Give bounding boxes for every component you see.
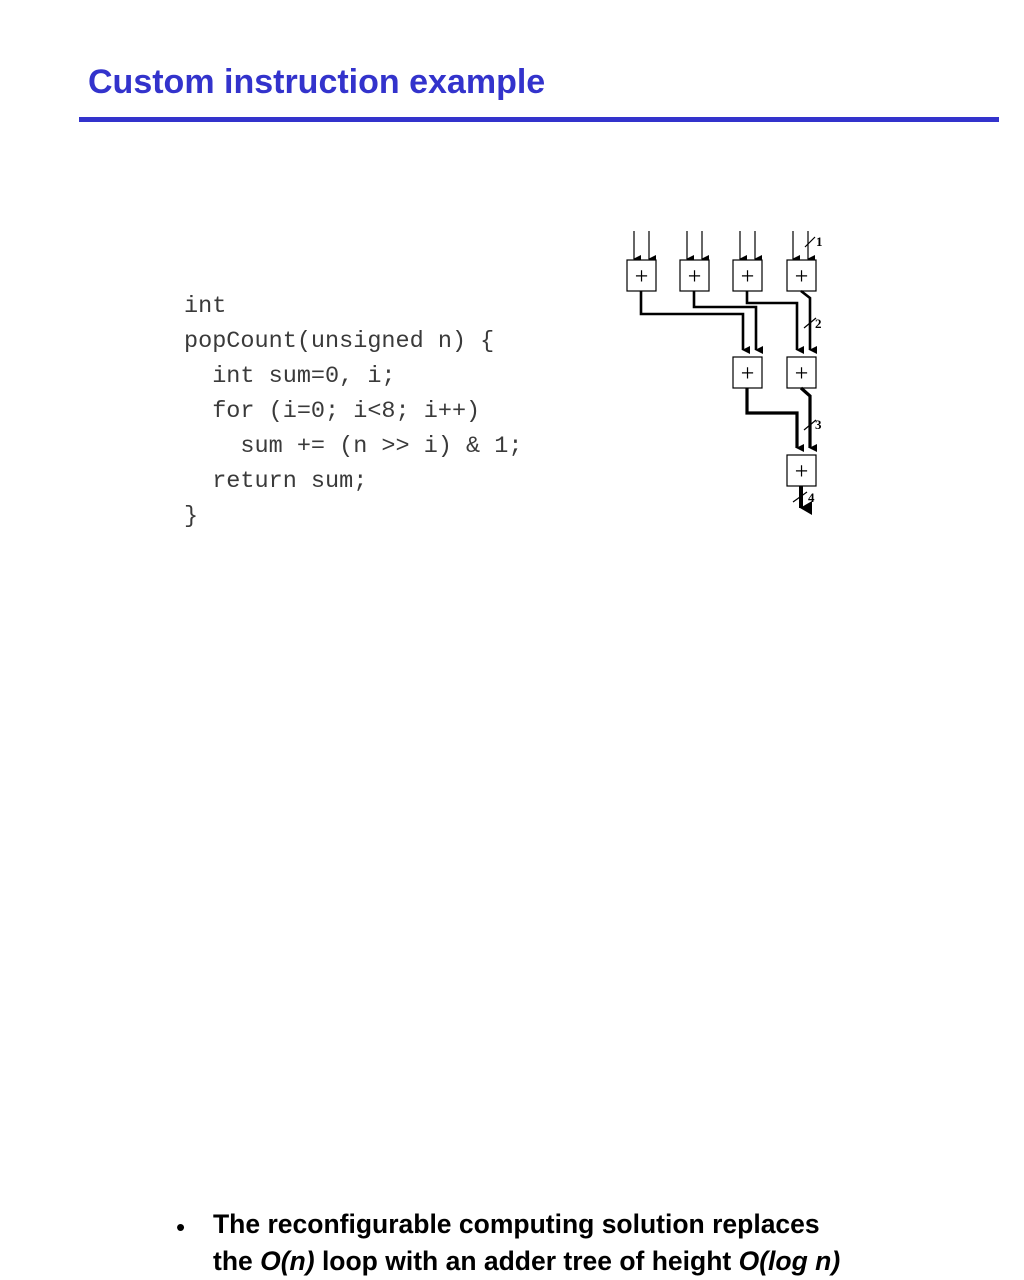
code-block: int popCount(unsigned n) { int sum=0, i;… bbox=[184, 289, 522, 534]
code-line: sum += (n >> i) & 1; bbox=[184, 433, 523, 460]
adder-plus: + bbox=[688, 264, 702, 290]
bit-width-label: 4 bbox=[808, 490, 815, 505]
wires-level-3 bbox=[745, 386, 817, 452]
adder-box bbox=[679, 259, 710, 292]
slide-title: Custom instruction example bbox=[88, 63, 546, 101]
bullet-line-2-pre: the bbox=[213, 1246, 261, 1276]
adder-plus: + bbox=[635, 264, 649, 290]
code-line: int sum=0, i; bbox=[184, 363, 396, 390]
code-line: return sum; bbox=[184, 468, 368, 495]
input-arrows bbox=[633, 231, 815, 263]
code-line: } bbox=[184, 503, 199, 530]
adder-plus: + bbox=[795, 459, 809, 485]
adder-plus: + bbox=[795, 361, 809, 387]
bullet-text: The reconfigurable computing solution re… bbox=[213, 1206, 1024, 1280]
bullet-line-1: The reconfigurable computing solution re… bbox=[213, 1209, 820, 1239]
bullet-complexity-logn: O(log n) bbox=[738, 1246, 841, 1276]
bullet-symbol: • bbox=[176, 1212, 186, 1242]
adder-plus: + bbox=[795, 264, 809, 290]
adder-level-2 bbox=[732, 356, 817, 389]
title-underline bbox=[79, 117, 999, 122]
wires-level-2 bbox=[639, 289, 817, 354]
bit-width-label: 3 bbox=[815, 417, 822, 432]
code-line: popCount(unsigned n) { bbox=[184, 328, 495, 355]
adder-plus: + bbox=[741, 361, 755, 387]
adder-level-1 bbox=[626, 259, 817, 292]
bit-width-label: 2 bbox=[815, 316, 822, 331]
adder-tree-diagram: + + + + + + + 1 2 3 4 bbox=[626, 231, 823, 515]
bullet-line-2-mid: loop with an adder tree of height bbox=[314, 1246, 739, 1276]
code-line: int bbox=[184, 293, 227, 320]
adder-plus: + bbox=[741, 264, 755, 290]
code-line: for (i=0; i<8; i++) bbox=[184, 398, 481, 425]
bit-width-label: 1 bbox=[816, 234, 823, 249]
bullet-complexity-n: O(n) bbox=[260, 1246, 315, 1276]
